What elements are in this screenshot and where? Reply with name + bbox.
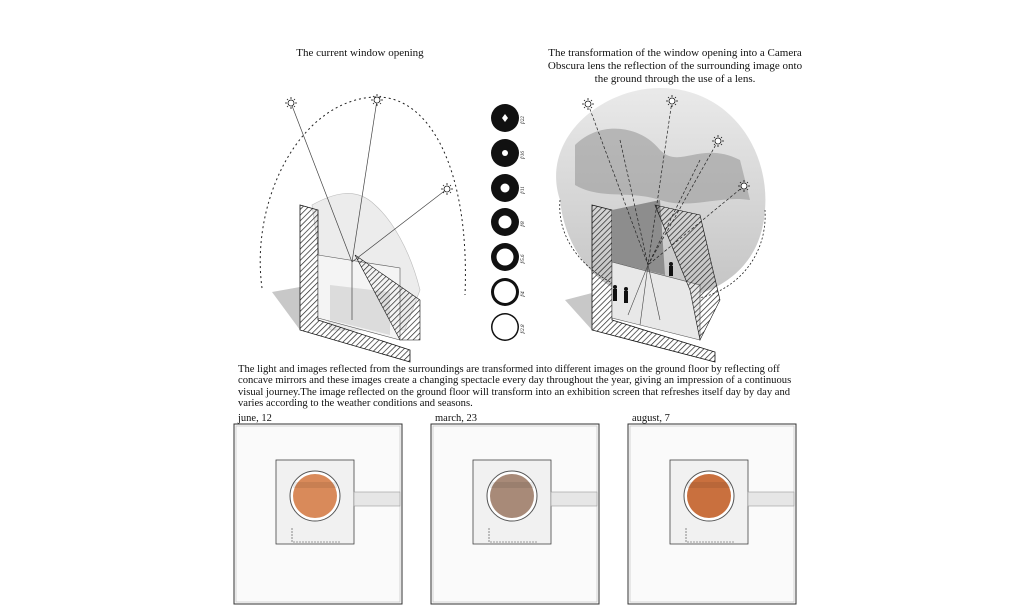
- fstop-label: f/2.8: [521, 324, 526, 334]
- sun-icon: [582, 98, 594, 110]
- fstop-label: f/11: [521, 186, 526, 193]
- current-window-diagram: [259, 94, 466, 363]
- aperture-icon: [491, 139, 519, 167]
- description-paragraph: The light and images reflected from the …: [238, 364, 792, 410]
- floor-plan: [627, 423, 797, 605]
- plan-date-label: june, 12: [238, 413, 272, 424]
- sun-icon: [441, 183, 453, 195]
- fstop-label: f/4: [521, 291, 526, 297]
- aperture-icon: [491, 208, 519, 236]
- aperture-icon: [491, 104, 519, 132]
- fstop-label: f/22: [521, 116, 526, 124]
- aperture-icon: [491, 174, 519, 202]
- aperture-icon: [491, 243, 519, 271]
- projected-image-disc: [293, 474, 337, 518]
- fstop-label: f/16: [521, 151, 526, 159]
- aperture-column: f/22 f/16 f/11 f/8 f/5.6 f/4 f/2.8: [491, 104, 526, 341]
- plan-date-label: august, 7: [632, 413, 670, 424]
- aperture-icon: [491, 278, 519, 306]
- caption-camera-obscura: The transformation of the window opening…: [547, 47, 803, 85]
- floor-plan: [233, 423, 403, 605]
- sun-icon: [285, 97, 297, 109]
- section-wall-left: [299, 204, 411, 363]
- sun-icon: [712, 135, 724, 147]
- sun-icon: [371, 94, 383, 106]
- person-figure: [613, 262, 673, 303]
- fstop-label: f/8: [521, 221, 526, 227]
- projected-image-disc: [490, 474, 534, 518]
- aperture-icon: [491, 313, 519, 341]
- camera-obscura-diagram: [556, 88, 766, 363]
- caption-current-window: The current window opening: [296, 47, 424, 59]
- sun-icon: [666, 95, 678, 107]
- fstop-label: f/5.6: [521, 254, 526, 264]
- plan-date-label: march, 23: [435, 413, 477, 424]
- floor-plan: [430, 423, 600, 605]
- projected-image-disc: [687, 474, 731, 518]
- sun-arc-left: [259, 96, 466, 296]
- sun-icon: [738, 180, 750, 192]
